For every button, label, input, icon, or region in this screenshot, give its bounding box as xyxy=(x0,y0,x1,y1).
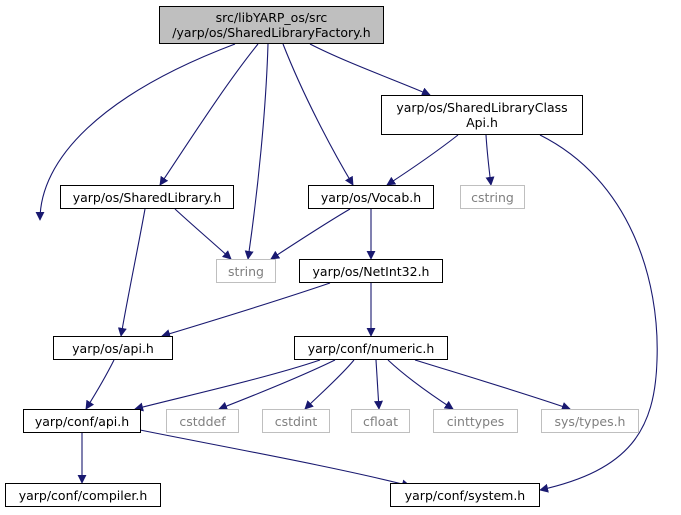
node-cfloat: cfloat xyxy=(351,409,410,433)
edge-numeric-to-cstddef xyxy=(218,359,336,411)
node-cstring: cstring xyxy=(460,185,525,209)
node-conf-compiler-h[interactable]: yarp/conf/compiler.h xyxy=(5,483,161,507)
node-shared-library-class-api-h[interactable]: yarp/os/SharedLibraryClass Api.h xyxy=(381,95,583,135)
edge-root-to-classapi xyxy=(309,43,431,96)
node-string: string xyxy=(216,259,276,283)
edge-numeric-to-systypes xyxy=(414,359,571,411)
node-conf-numeric-h[interactable]: yarp/conf/numeric.h xyxy=(294,336,448,360)
edge-classapi-to-vocab xyxy=(386,134,459,186)
edge-root-to-string xyxy=(244,43,269,260)
edge-numeric-to-cstdint xyxy=(304,359,355,410)
node-cstddef: cstddef xyxy=(166,409,239,433)
edge-netint32-to-osapi xyxy=(161,282,331,338)
node-cstdint: cstdint xyxy=(262,409,330,433)
node-conf-api-h[interactable]: yarp/conf/api.h xyxy=(23,409,141,433)
node-conf-system-h[interactable]: yarp/conf/system.h xyxy=(390,483,540,507)
edge-confapi-to-system xyxy=(139,429,411,489)
node-cinttypes: cinttypes xyxy=(433,409,518,433)
node-shared-library-h[interactable]: yarp/os/SharedLibrary.h xyxy=(60,185,234,209)
edge-root-to-vocab xyxy=(282,43,354,186)
edge-sharedlib-to-string xyxy=(174,208,232,260)
node-netint32-h[interactable]: yarp/os/NetInt32.h xyxy=(299,259,443,283)
node-sys-types-h: sys/types.h xyxy=(541,409,639,433)
edge-sharedlib-to-osapi xyxy=(117,208,146,337)
node-os-api-h[interactable]: yarp/os/api.h xyxy=(53,336,173,360)
edge-numeric-to-cfloat xyxy=(374,359,383,410)
edge-numeric-to-confapi xyxy=(134,359,321,412)
edge-classapi-to-system xyxy=(539,134,658,493)
node-vocab-h[interactable]: yarp/os/Vocab.h xyxy=(308,185,434,209)
edge-numeric-to-cinttypes xyxy=(387,359,454,410)
edge-classapi-to-cstring xyxy=(485,134,495,186)
edge-root-to-sharedlib xyxy=(159,43,259,186)
edge-vocab-to-string xyxy=(270,208,351,260)
node-shared-library-factory-h: src/libYARP_os/src /yarp/os/SharedLibrar… xyxy=(159,6,384,44)
edge-root-to-osapi xyxy=(35,43,236,221)
edge-osapi-to-confapi xyxy=(85,359,115,410)
